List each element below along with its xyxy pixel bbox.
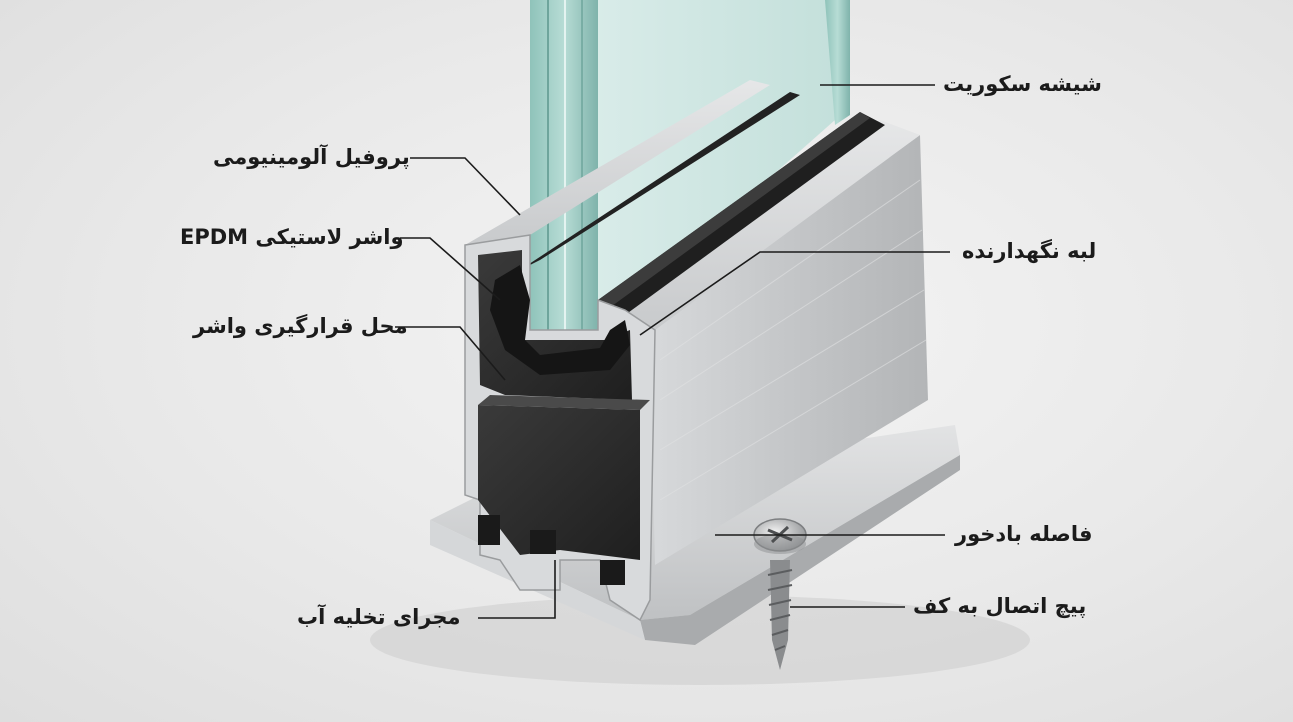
tempered-glass-panel (530, 0, 850, 330)
leader-aluminum-profile (410, 157, 521, 216)
label-drainage-channel: مجرای تخلیه آب (297, 605, 461, 629)
profile-top-face (465, 80, 920, 330)
epdm-gasket-strip (520, 92, 885, 315)
profile-side-face (650, 135, 928, 565)
label-gasket-seat: محل قرارگیری واشر (193, 314, 408, 338)
label-tempered-glass: شیشه سکوریت (943, 72, 1102, 96)
brushed-texture (659, 179, 927, 501)
leader-lines (395, 84, 950, 619)
leader-retaining-lip (639, 251, 950, 336)
profile-cross-section (464, 234, 656, 622)
label-epdm-gasket: واشر لاستیکی EPDM (180, 225, 404, 249)
leader-gasket-seat (395, 326, 506, 381)
leader-drainage-channel (478, 560, 556, 619)
label-aluminum-profile: پروفیل آلومینیومی (213, 145, 410, 169)
label-wind-gap: فاصله بادخور (955, 522, 1093, 546)
label-floor-screw: پیچ اتصال به کف (913, 594, 1087, 618)
leader-epdm-gasket (400, 237, 501, 301)
label-retaining-lip: لبه نگهدارنده (962, 239, 1097, 263)
